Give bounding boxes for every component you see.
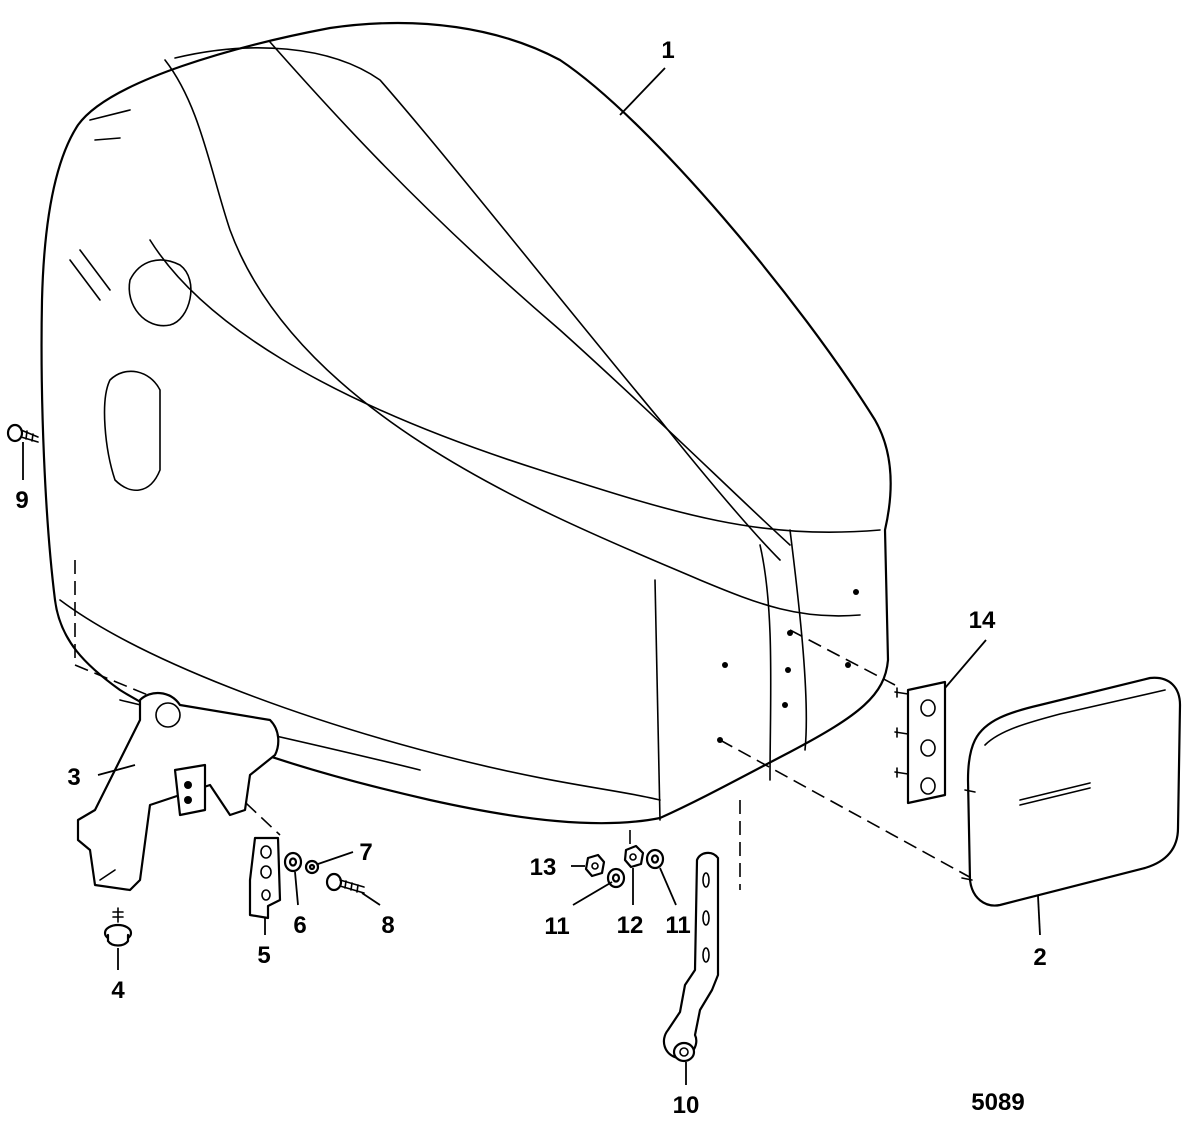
latch-plate xyxy=(248,836,282,920)
callout-4: 4 xyxy=(111,977,125,1004)
mounting-plate xyxy=(894,680,947,805)
callout-labels: 1 2 3 4 5 6 7 8 9 10 11 11 12 13 14 5089 xyxy=(15,37,1046,1119)
washer-6 xyxy=(283,851,303,873)
callout-1: 1 xyxy=(661,37,674,64)
callout-11-right: 11 xyxy=(665,912,690,939)
nut-13 xyxy=(584,853,606,878)
screw-9 xyxy=(6,423,39,443)
callout-13: 13 xyxy=(530,854,557,881)
front-latch-bracket xyxy=(76,692,280,892)
callout-10: 10 xyxy=(673,1092,700,1119)
callout-9: 9 xyxy=(15,487,28,514)
screw-8 xyxy=(325,872,365,894)
rear-latch-bracket xyxy=(662,851,720,1063)
callout-5: 5 xyxy=(257,942,270,969)
callout-7: 7 xyxy=(359,839,372,866)
callout-2: 2 xyxy=(1033,944,1046,971)
leader-lines xyxy=(22,67,1041,1085)
grommet-screw xyxy=(103,907,133,947)
lock-washer-7 xyxy=(304,859,320,875)
callout-3: 3 xyxy=(67,764,80,791)
callout-12: 12 xyxy=(617,912,644,939)
nut-12 xyxy=(623,844,645,869)
callout-11-left: 11 xyxy=(544,913,569,940)
callout-6: 6 xyxy=(293,912,306,939)
figure-number: 5089 xyxy=(971,1089,1024,1116)
washer-11-right xyxy=(645,848,665,870)
callout-8: 8 xyxy=(381,912,394,939)
washer-11-left xyxy=(606,867,626,889)
callout-14: 14 xyxy=(969,607,996,634)
rear-cover xyxy=(961,676,1182,907)
